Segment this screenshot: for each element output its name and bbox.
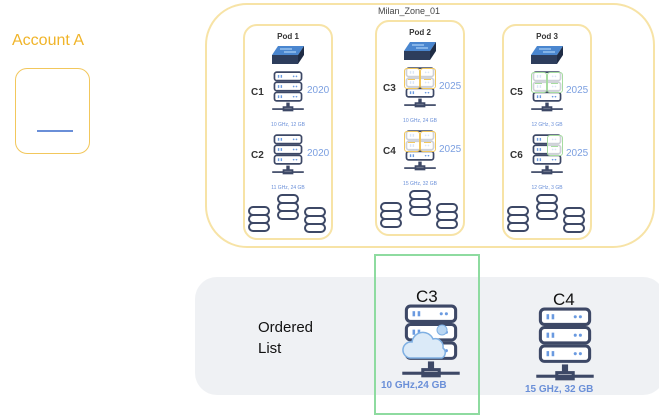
- network-switch-icon: [531, 46, 563, 71]
- cluster-overlay: [547, 72, 563, 93]
- network-switch-icon: [272, 46, 304, 71]
- database-icon: [436, 203, 458, 234]
- database-icon: [563, 207, 585, 238]
- cluster-overlay: [404, 131, 420, 152]
- pod-1[interactable]: Pod 1 C1 2020 10 GHz, 12 GB C2 2020 11 GH…: [243, 24, 333, 240]
- storage-group: [504, 194, 590, 237]
- ordered-item-spec: 10 GHz,24 GB: [381, 380, 447, 391]
- cluster-spec: 12 GHz, 3 GB: [531, 122, 563, 128]
- cluster-overlay: [404, 68, 420, 89]
- cluster-spec: 15 GHz, 32 GB: [403, 181, 437, 187]
- pod-3[interactable]: Pod 3 C5 2025 12 GHz, 3 GB C6 2025 12 GHz…: [502, 24, 592, 240]
- ordered-item-name: C4: [553, 290, 575, 309]
- cluster-year: 2020: [307, 148, 330, 159]
- pod-2[interactable]: Pod 2 C3 2025 10 GHz, 24 GB C4 2025 15 GH…: [375, 20, 465, 236]
- cluster-spec: 10 GHz, 12 GB: [271, 122, 305, 128]
- pod-title: Pod 1: [277, 32, 299, 41]
- ordered-list-label: Ordered List: [258, 319, 314, 357]
- cluster-overlay: [420, 68, 436, 89]
- database-icon: [277, 194, 299, 225]
- cluster-name: C3: [383, 83, 396, 94]
- cluster-overlay: [531, 72, 547, 93]
- cluster-spec: 10 GHz, 24 GB: [403, 118, 437, 124]
- cluster-name: C6: [510, 150, 523, 161]
- cluster-spec: 12 GHz, 3 GB: [531, 185, 563, 191]
- storage-group: [245, 194, 331, 237]
- network-switch-icon: [404, 42, 436, 67]
- cluster-overlay: [547, 135, 563, 156]
- cluster-year: 2025: [439, 144, 462, 155]
- pod-title: Pod 3: [536, 32, 558, 41]
- zone-container: [205, 3, 655, 248]
- storage-group: [377, 190, 463, 233]
- server-icon[interactable]: [271, 71, 305, 120]
- ordered-item-name: C3: [416, 287, 438, 306]
- cluster-overlay: [420, 131, 436, 152]
- database-icon: [409, 190, 431, 221]
- database-icon: [536, 194, 558, 225]
- ordered-item-spec: 15 GHz, 32 GB: [525, 384, 594, 395]
- account-title: Account A: [12, 32, 85, 49]
- server-icon[interactable]: [531, 307, 599, 392]
- database-icon: [380, 202, 402, 233]
- cluster-year: 2025: [566, 85, 589, 96]
- cluster-name: C4: [383, 146, 396, 157]
- cluster-year: 2025: [439, 81, 462, 92]
- cluster-name: C2: [251, 150, 264, 161]
- database-icon: [248, 206, 270, 237]
- cluster-name: C1: [251, 87, 264, 98]
- pod-title: Pod 2: [409, 28, 431, 37]
- cluster-year: 2020: [307, 85, 330, 96]
- server-icon[interactable]: [271, 134, 305, 183]
- server-cloud-icon[interactable]: [397, 304, 465, 389]
- selected-item-highlight[interactable]: [374, 254, 480, 415]
- account-card[interactable]: [15, 68, 90, 154]
- zone-title: Milan_Zone_01: [378, 6, 441, 16]
- cluster-spec: 11 GHz, 24 GB: [271, 185, 305, 191]
- database-icon: [304, 207, 326, 238]
- account-card-line: [37, 130, 73, 132]
- cluster-year: 2025: [566, 148, 589, 159]
- database-icon: [507, 206, 529, 237]
- cluster-name: C5: [510, 87, 523, 98]
